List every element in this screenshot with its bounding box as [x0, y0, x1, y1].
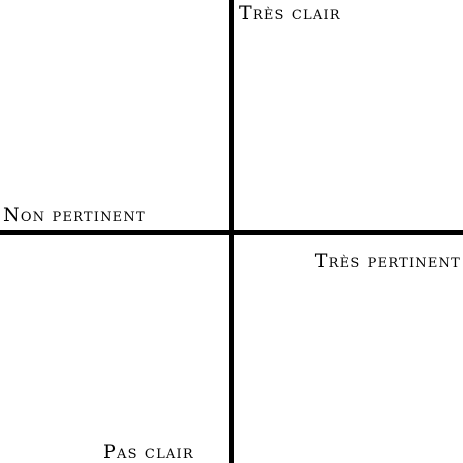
top-axis-label: Très clair: [239, 2, 341, 24]
bottom-axis-label: Pas clair: [103, 441, 194, 463]
left-axis-label: Non pertinent: [3, 204, 146, 226]
horizontal-axis-line: [0, 230, 463, 235]
right-axis-label: Très pertinent: [314, 250, 461, 272]
